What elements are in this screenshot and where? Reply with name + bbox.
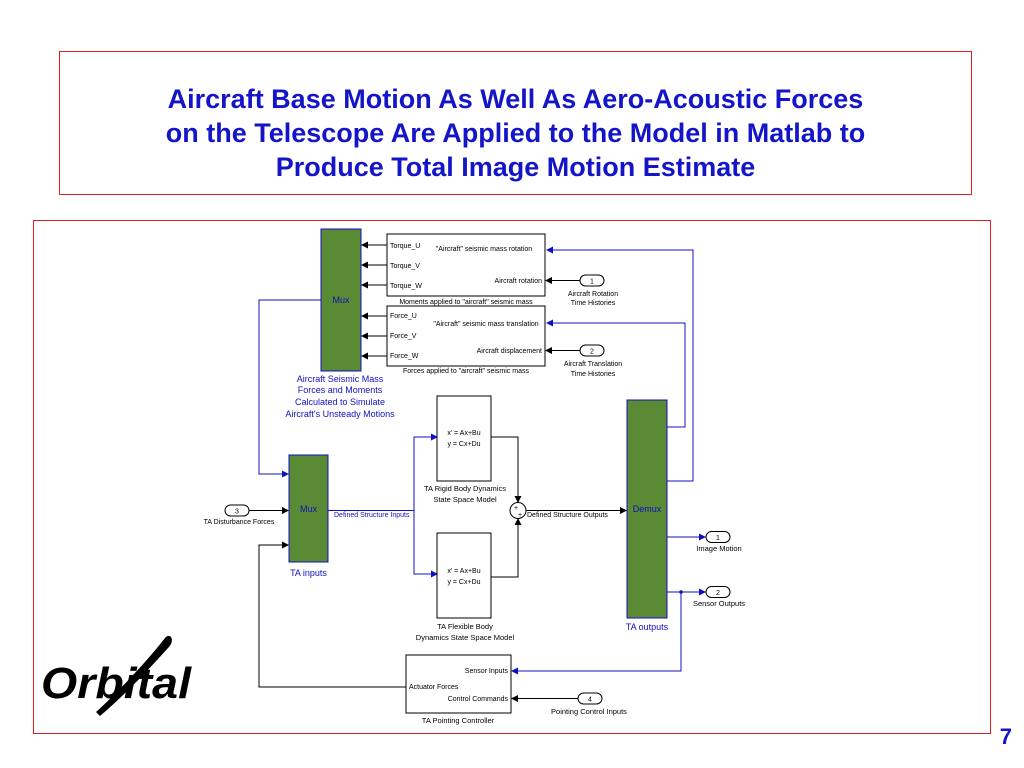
mux-top-caption-3: Calculated to Simulate — [295, 397, 385, 407]
outport-1[interactable] — [705, 531, 731, 543]
signal-aircraft-forces — [258, 299, 321, 478]
sum-plus-bottom: + — [518, 512, 522, 519]
inport-1-label-2: Time Histories — [571, 300, 616, 307]
demux-label: Demux — [633, 504, 662, 514]
demux-block[interactable] — [626, 399, 668, 619]
inport-2-label-1: Aircraft Translation — [564, 361, 622, 368]
flex-ss-eq1: x' = Ax+Bu — [447, 568, 480, 575]
flex-state-space-block[interactable] — [436, 532, 492, 619]
flex-ss-caption-2: Dynamics State Space Model — [416, 633, 515, 642]
title-line-3: Produce Total Image Motion Estimate — [275, 152, 756, 182]
mux-top-label: Mux — [332, 295, 350, 305]
demux-caption: TA outputs — [626, 622, 669, 632]
signal-actuator-forces — [258, 541, 406, 688]
rotation-block-caption: Moments applied to "aircraft" seismic ma… — [399, 299, 533, 306]
outport-2[interactable] — [705, 586, 731, 598]
title-line-2: on the Telescope Are Applied to the Mode… — [165, 118, 866, 148]
outport-1-number: 1 — [716, 535, 720, 542]
translation-subsystem-block[interactable] — [386, 305, 546, 367]
diagram-frame — [33, 220, 991, 734]
translation-block-caption: Forces applied to "aircraft" seismic mas… — [403, 368, 529, 375]
rotation-port-aircraft-rotation: Aircraft rotation — [495, 278, 543, 285]
controller-port-control: Control Commands — [448, 696, 509, 703]
rigid-ss-eq2: y = Cx+Du — [447, 441, 480, 448]
flex-ss-eq2: y = Cx+Du — [447, 579, 480, 586]
inport-1-label-1: Aircraft Rotation — [568, 291, 618, 298]
inport-1-number: 1 — [590, 279, 594, 286]
controller-caption: TA Pointing Controller — [422, 716, 495, 725]
logo-wordmark: Orbital — [41, 659, 192, 708]
rotation-port-torque-u: Torque_U — [390, 243, 420, 250]
rigid-ss-eq1: x' = Ax+Bu — [447, 430, 480, 437]
sum-plus-top: + — [514, 505, 518, 512]
signal-demux-to-translation — [546, 319, 686, 428]
rigid-ss-caption-1: TA Rigid Body Dynamics — [424, 484, 506, 493]
pointing-controller-block[interactable] — [405, 654, 512, 714]
signal-demux-to-rotation — [546, 246, 694, 482]
inport-4-number: 4 — [588, 697, 592, 704]
title-line-1: Aircraft Base Motion As Well As Aero-Aco… — [167, 84, 864, 114]
rotation-port-torque-w: Torque_W — [390, 283, 422, 290]
rotation-block-title: "Aircraft" seismic mass rotation — [436, 246, 532, 253]
outport-1-label: Image Motion — [696, 544, 741, 553]
orbital-logo: Orbital — [41, 635, 192, 716]
mux-ta-label: Mux — [300, 504, 318, 514]
translation-port-force-u: Force_U — [390, 313, 417, 320]
slide-title: Aircraft Base Motion As Well As Aero-Aco… — [60, 82, 971, 184]
signal-label-structure-inputs: Defined Structure Inputs — [334, 512, 410, 519]
rotation-subsystem-block[interactable] — [386, 233, 546, 297]
outport-2-number: 2 — [716, 590, 720, 597]
translation-port-force-w: Force_W — [390, 353, 419, 360]
translation-block-title: "Aircraft" seismic mass translation — [433, 321, 538, 328]
controller-port-sensor: Sensor Inputs — [465, 668, 509, 675]
signal-to-rigid-ss — [413, 433, 438, 511]
page-number: 7 — [999, 724, 1012, 749]
mux-ta-inputs-block[interactable] — [288, 454, 329, 563]
rigid-state-space-block[interactable] — [436, 395, 492, 482]
mux-top-block[interactable] — [320, 228, 362, 372]
rotation-port-torque-v: Torque_V — [390, 263, 420, 270]
translation-port-force-v: Force_V — [390, 333, 417, 340]
logo-swoosh-icon — [96, 635, 172, 716]
inport-3-label: TA Disturbance Forces — [204, 519, 275, 526]
signal-label-structure-outputs: Defined Structure Outputs — [527, 512, 608, 519]
outport-2-label: Sensor Outputs — [693, 599, 745, 608]
signal-sensor-feedback — [511, 592, 682, 675]
rigid-ss-caption-2: State Space Model — [433, 495, 497, 504]
signal-rigid-output — [491, 436, 522, 503]
translation-port-aircraft-displacement: Aircraft displacement — [477, 348, 542, 355]
mux-ta-caption: TA inputs — [290, 568, 327, 578]
mux-top-caption-1: Aircraft Seismic Mass — [297, 374, 384, 384]
title-frame: Aircraft Base Motion As Well As Aero-Aco… — [59, 51, 972, 195]
inport-4-label: Pointing Control Inputs — [551, 707, 627, 716]
signal-flex-output — [491, 518, 522, 578]
mux-top-caption-2: Forces and Moments — [298, 385, 383, 395]
mux-top-caption-4: Aircraft's Unsteady Motions — [285, 409, 395, 419]
inport-2-number: 2 — [590, 349, 594, 356]
signal-to-flex-ss — [413, 510, 438, 578]
controller-port-actuator: Actuator Forces — [409, 684, 459, 691]
inport-2-label-2: Time Histories — [571, 371, 616, 378]
inport-3-number: 3 — [235, 509, 239, 516]
flex-ss-caption-1: TA Flexible Body — [437, 622, 493, 631]
